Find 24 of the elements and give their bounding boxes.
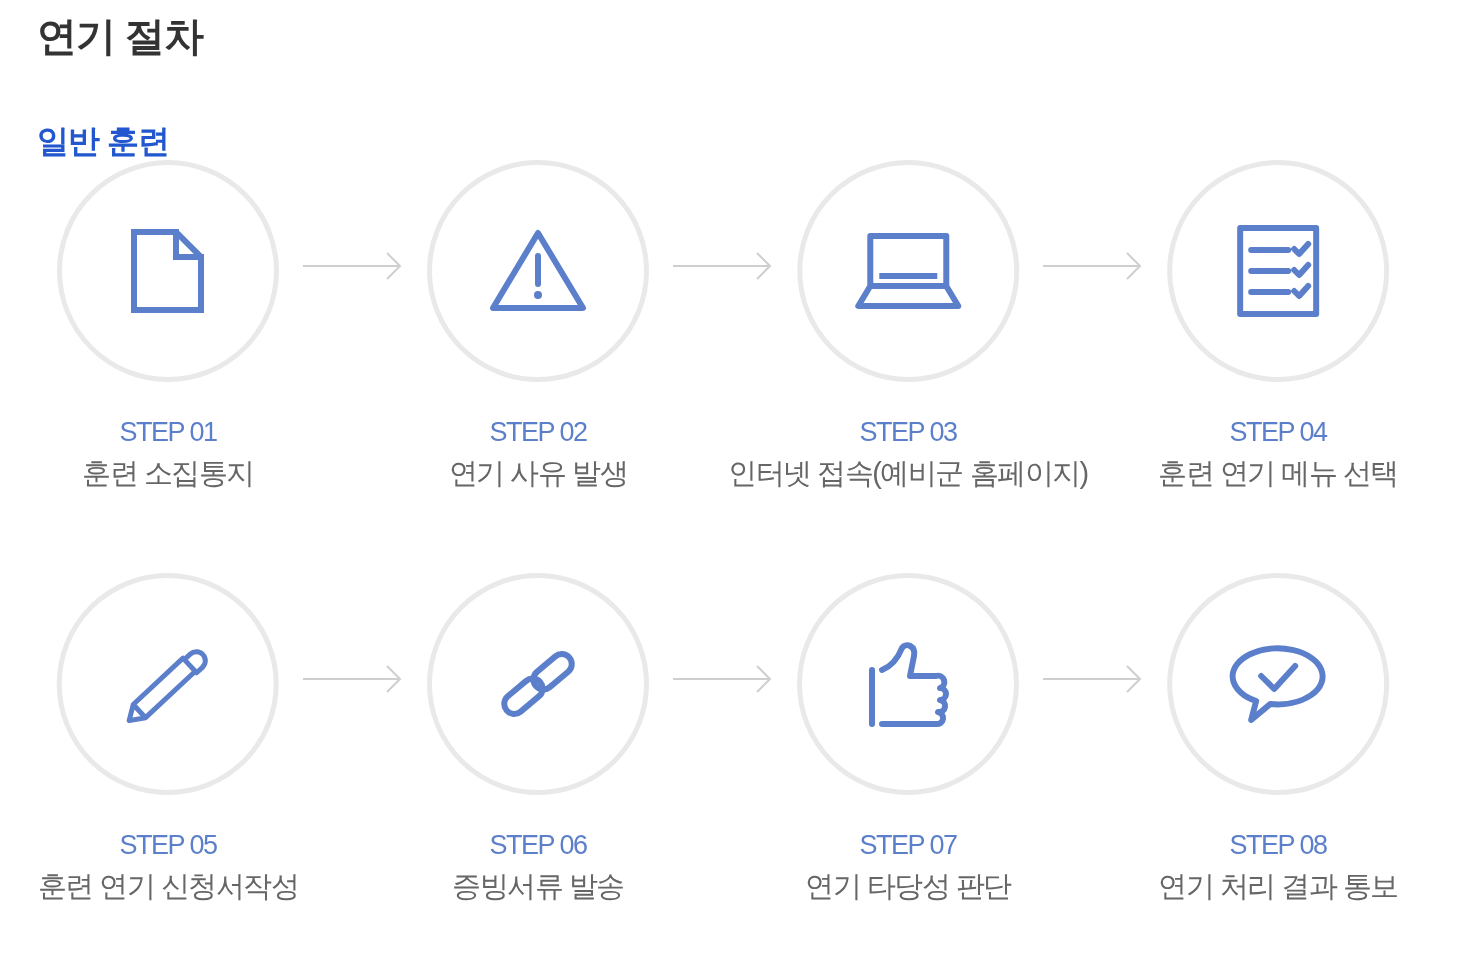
arrow	[672, 252, 771, 280]
step-number: STEP 03	[859, 416, 957, 448]
step-number: STEP 02	[489, 416, 587, 448]
step-number: STEP 07	[859, 829, 957, 861]
arrow	[1042, 252, 1141, 280]
step-number: STEP 01	[119, 416, 217, 448]
arrow	[672, 665, 771, 693]
arrow	[302, 665, 401, 693]
step-label: 훈련 소집통지	[82, 456, 254, 491]
step-label: 훈련 연기 신청서작성	[37, 869, 299, 904]
step-label: 증빙서류 발송	[452, 869, 624, 904]
step-number: STEP 08	[1229, 829, 1327, 861]
step-label: 훈련 연기 메뉴 선택	[1158, 456, 1398, 491]
page-title: 연기 절차	[37, 13, 204, 60]
arrow	[302, 252, 401, 280]
step-number: STEP 04	[1229, 416, 1327, 448]
step-label: 인터넷 접속(예비군 홈페이지)	[728, 456, 1088, 491]
step-number: STEP 05	[119, 829, 217, 861]
arrow	[1042, 665, 1141, 693]
step-label: 연기 처리 결과 통보	[1158, 869, 1398, 904]
step-label: 연기 사유 발생	[448, 456, 628, 491]
step-number: STEP 06	[489, 829, 587, 861]
step-label: 연기 타당성 판단	[805, 869, 1011, 904]
section-heading: 일반 훈련	[37, 122, 169, 161]
